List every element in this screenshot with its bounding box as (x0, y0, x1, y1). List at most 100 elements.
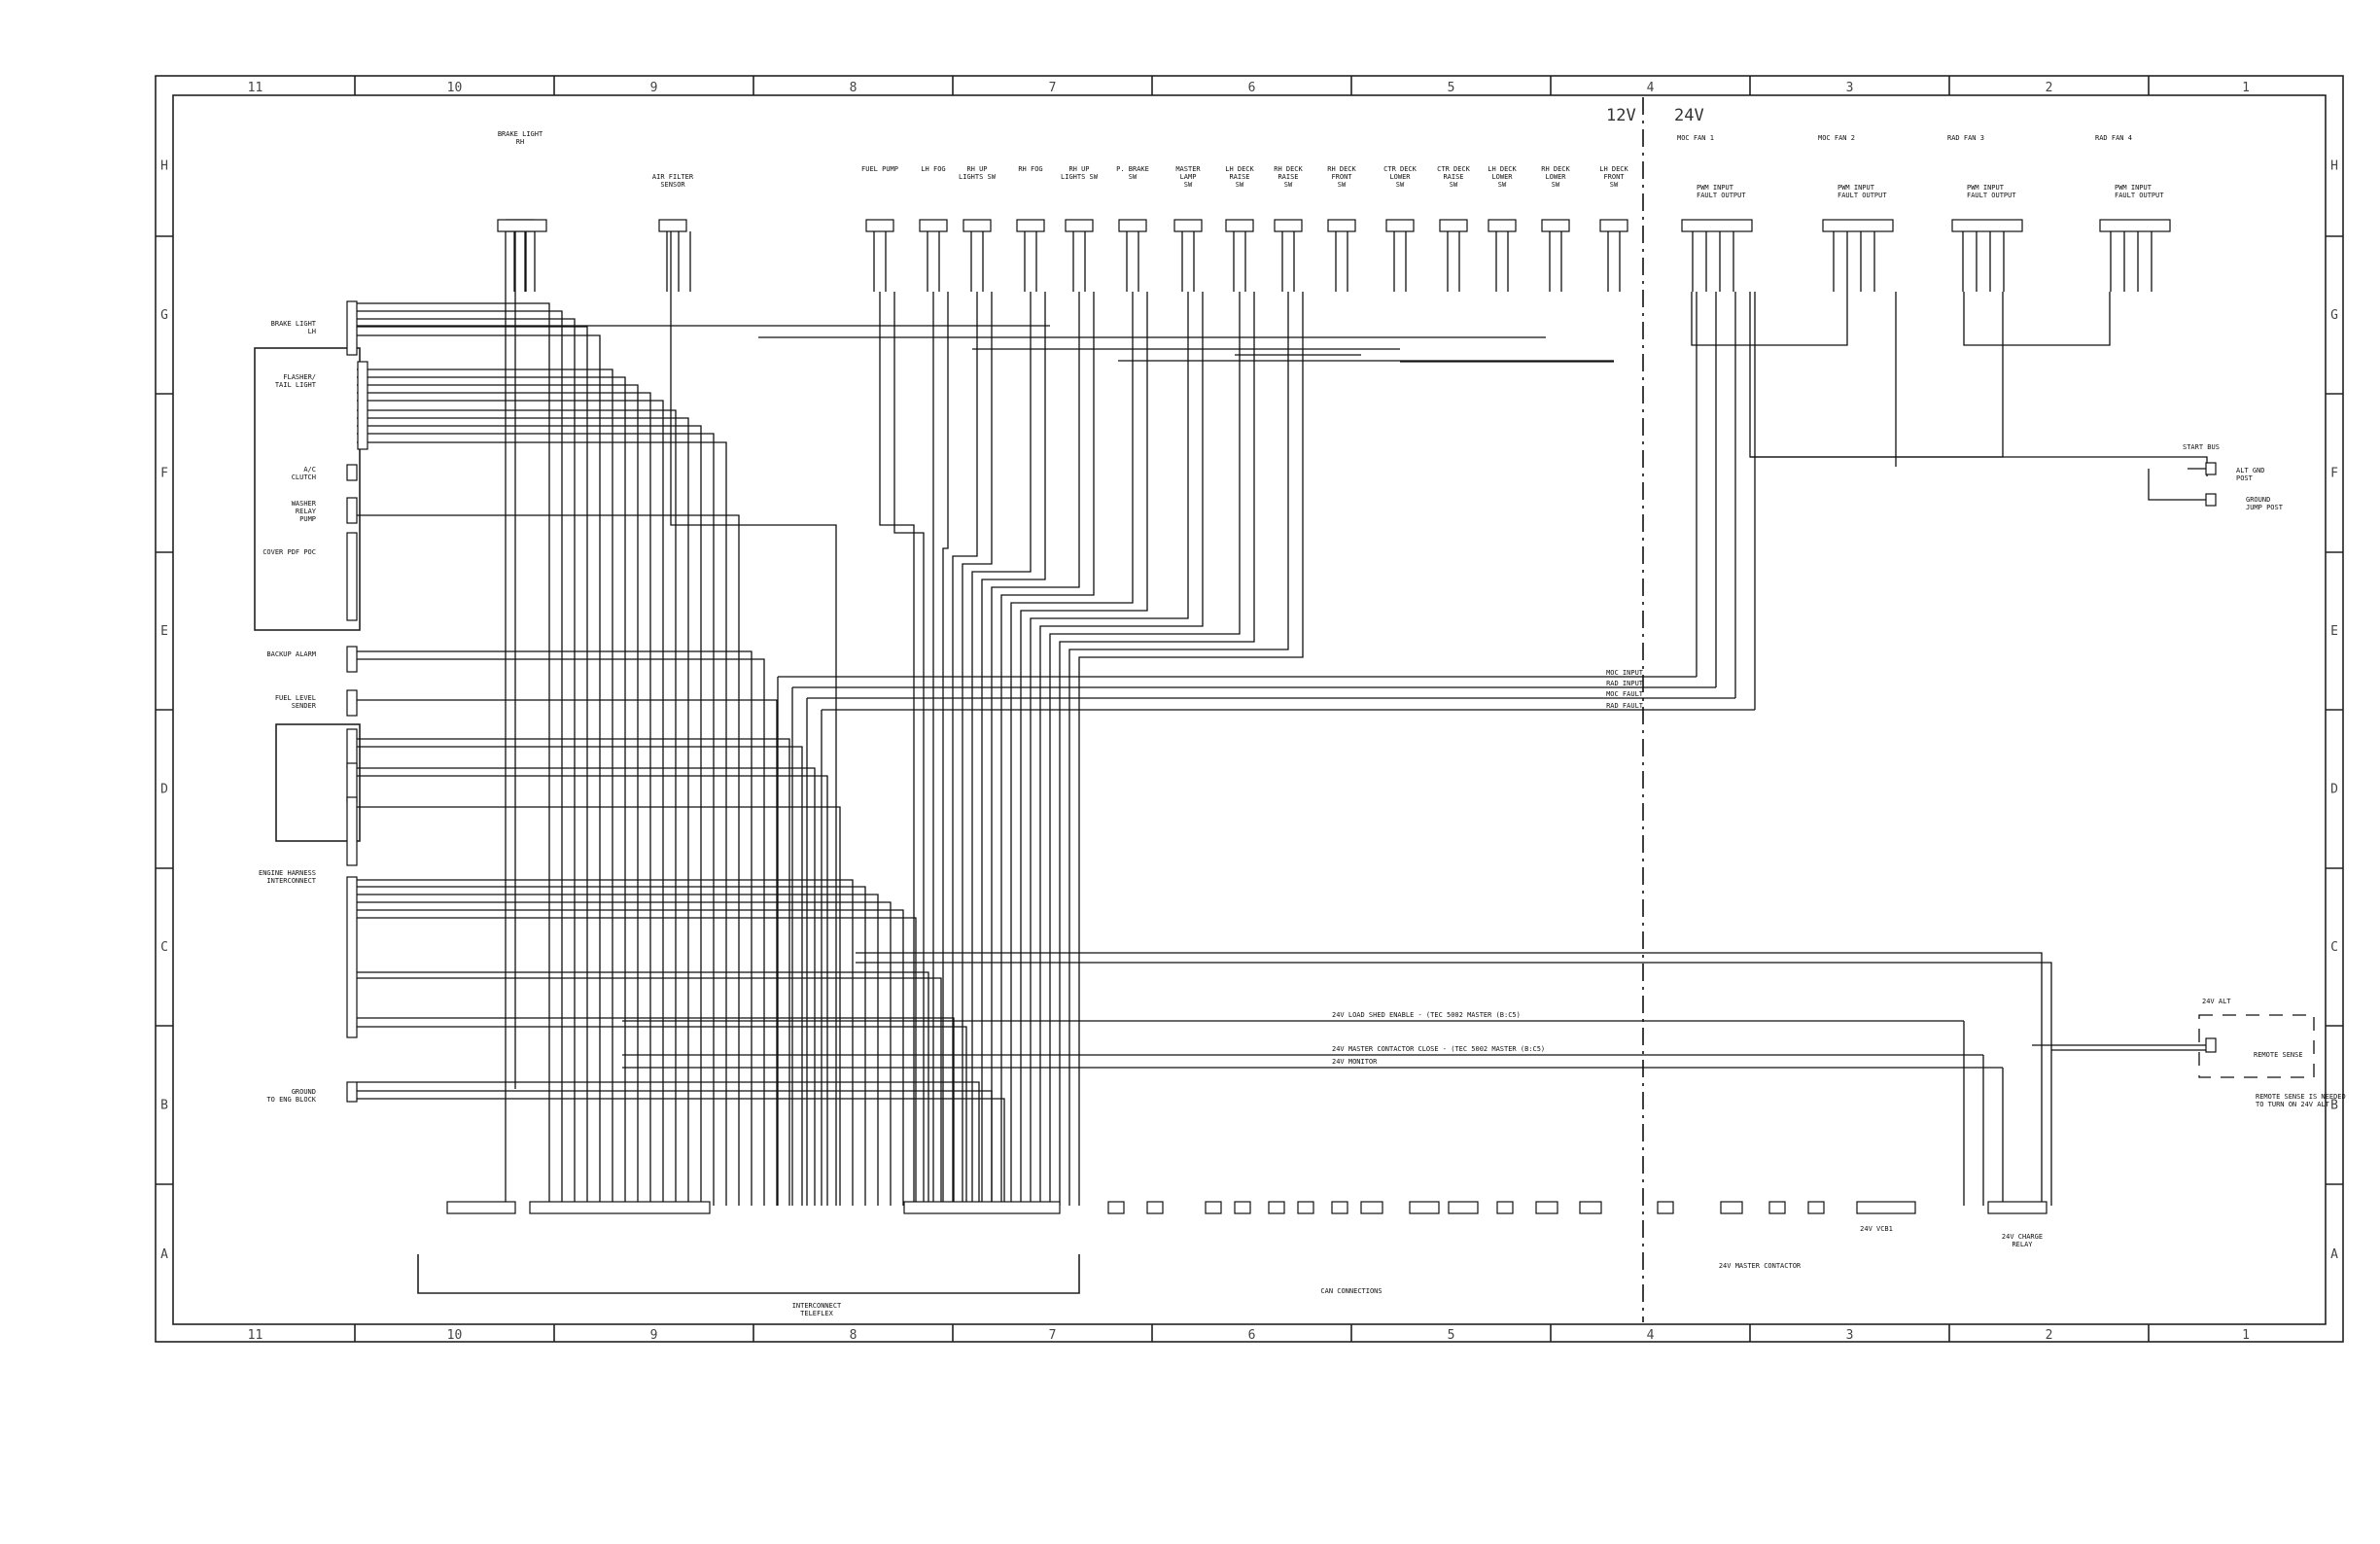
bottom-connector (903, 1201, 1061, 1214)
left-connector (346, 876, 358, 1038)
col-label-bottom: 11 (248, 1328, 263, 1343)
wire (991, 292, 1080, 1206)
wire (357, 392, 651, 1206)
wire (357, 767, 816, 1206)
bottom-connector (1856, 1201, 1916, 1214)
col-label-bottom: 2 (2046, 1328, 2053, 1343)
wire (856, 952, 2043, 1206)
col-label-top: 3 (1846, 81, 1854, 95)
wire (357, 417, 689, 1206)
top-connector (1016, 219, 1045, 232)
wire (357, 917, 917, 1206)
left-connector (346, 532, 358, 621)
top-connector (919, 219, 948, 232)
wire (505, 292, 516, 1206)
row-label-left: C (160, 940, 168, 955)
wire (357, 879, 854, 1206)
wire (1049, 292, 1241, 1206)
row-label-right: E (2330, 624, 2338, 639)
left-connector (346, 689, 358, 717)
wire (357, 1026, 967, 1206)
wire (971, 292, 1032, 1206)
col-label-top: 5 (1448, 81, 1455, 95)
col-label-bottom: 9 (650, 1328, 658, 1343)
bottom-connector (1720, 1201, 1743, 1214)
right-side-label: START BUS (2183, 443, 2220, 451)
zone-ticks (156, 76, 2343, 1342)
top-connector (1439, 219, 1468, 232)
fan-connector (2099, 219, 2171, 232)
brake-light-plug (497, 219, 547, 232)
wire (357, 318, 576, 1206)
top-connector (962, 219, 992, 232)
bottom-label: 24V VCB1 (1860, 1225, 1893, 1233)
bottom-connector (446, 1201, 516, 1214)
bottom-connector (529, 1201, 711, 1214)
left-block-label: COVER PDF POC (262, 548, 316, 556)
wire (879, 292, 915, 1206)
wire (1750, 456, 2208, 476)
left-connector (357, 361, 368, 450)
wire (357, 1098, 1005, 1206)
wire (357, 1017, 955, 1206)
bottom-label: CAN CONNECTIONS (1320, 1287, 1382, 1295)
col-label-bottom: 6 (1248, 1328, 1256, 1343)
wire (1078, 292, 1304, 1206)
wire (357, 384, 639, 1206)
wire (357, 400, 664, 1206)
wire (357, 1081, 980, 1206)
fan-connector-label: MOC FAN 1 (1677, 134, 1714, 142)
wire (357, 658, 765, 1206)
bottom-connector (1360, 1201, 1383, 1214)
top-connector (1327, 219, 1356, 232)
top-connector (658, 219, 687, 232)
top-connector (1274, 219, 1303, 232)
right-side-label: 24V ALT (2202, 998, 2231, 1005)
row-label-right: G (2330, 308, 2338, 323)
wire (1030, 292, 1189, 1206)
row-label-left: B (160, 1099, 168, 1113)
wire (357, 425, 702, 1206)
bottom-connector (1409, 1201, 1440, 1214)
bottom-connector (1987, 1201, 2048, 1214)
bottom-connector (1146, 1201, 1164, 1214)
row-label-left: A (160, 1247, 168, 1262)
left-connector (346, 646, 358, 673)
bottom-connector (1268, 1201, 1285, 1214)
wire (1691, 292, 1848, 346)
wire (357, 971, 929, 1206)
wire-network (254, 231, 2315, 1294)
outer-frame (155, 75, 2344, 1343)
bus-label: RAD FAULT (1606, 702, 1644, 710)
right-side-label: REMOTE SENSE (2254, 1051, 2303, 1059)
wire (1059, 292, 1255, 1206)
wire (357, 746, 803, 1206)
fan-connector (1822, 219, 1894, 232)
row-label-left: F (160, 467, 168, 481)
row-label-right: A (2330, 1247, 2338, 1262)
bottom-connector (1807, 1201, 1825, 1214)
wire (1749, 292, 2004, 458)
col-label-bottom: 5 (1448, 1328, 1455, 1343)
wire (357, 1090, 993, 1206)
top-connector-label: LH FOG (921, 165, 945, 173)
left-connector (346, 762, 358, 803)
top-connector (1599, 219, 1628, 232)
bottom-connector (1297, 1201, 1314, 1214)
bottom-connector (1448, 1201, 1479, 1214)
col-label-top: 4 (1647, 81, 1655, 95)
